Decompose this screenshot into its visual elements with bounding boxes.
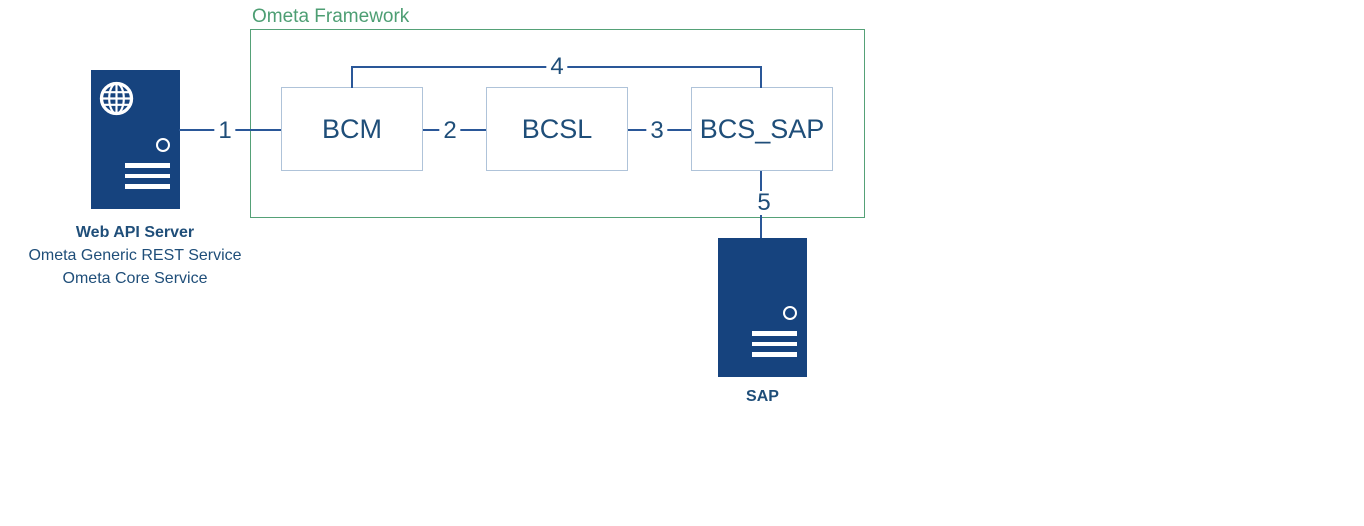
connector-4-line-left [351, 66, 353, 88]
connector-5-label: 5 [753, 191, 775, 215]
globe-icon [99, 81, 134, 116]
server-vents-icon [752, 331, 797, 357]
web-api-server-name: Web API Server [75, 224, 195, 241]
status-led-icon [156, 138, 170, 152]
node-bcm: BCM [281, 87, 423, 171]
framework-border [250, 29, 865, 218]
web-api-server-icon [91, 70, 180, 209]
node-bcsl: BCSL [486, 87, 628, 171]
connector-3-label: 3 [646, 119, 668, 143]
server-vents-icon [125, 163, 170, 189]
web-api-server-service-rest: Ometa Generic REST Service [28, 247, 242, 264]
connector-4-label: 4 [546, 55, 568, 79]
sap-server-icon [718, 238, 807, 377]
node-bcm-label: BCM [322, 113, 382, 144]
web-api-server-service-core: Ometa Core Service [62, 270, 208, 287]
connector-4-line-right [760, 66, 762, 88]
connector-1-label: 1 [214, 119, 236, 143]
node-bcs-sap-label: BCS_SAP [699, 113, 825, 144]
node-bcs-sap: BCS_SAP [691, 87, 833, 171]
node-bcsl-label: BCSL [521, 113, 593, 144]
framework-title: Ometa Framework [252, 6, 410, 27]
status-led-icon [783, 306, 797, 320]
connector-2-label: 2 [439, 119, 461, 143]
web-api-server-caption: Web API Server Ometa Generic REST Servic… [9, 221, 261, 290]
sap-server-name: SAP [746, 388, 779, 405]
